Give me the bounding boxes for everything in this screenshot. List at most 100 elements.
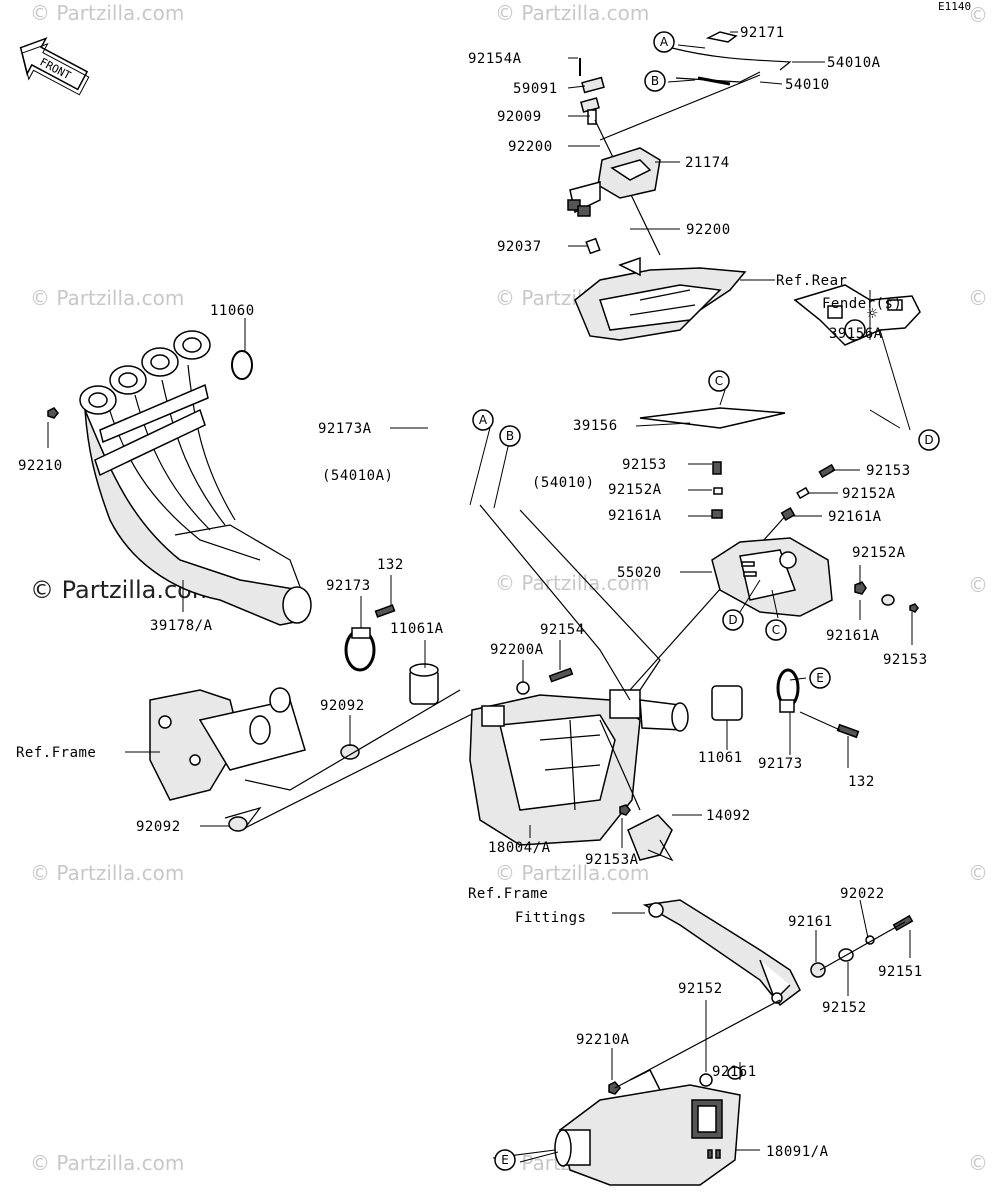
callout-a (472, 409, 494, 431)
part-label: 92151 (878, 964, 923, 980)
leader-lines (47, 31, 913, 1163)
part-label: 92171 (740, 25, 785, 41)
callout-a (653, 31, 675, 53)
part-label: (54010A) (322, 468, 393, 484)
exhaust-header-pipes (47, 330, 312, 626)
part-label: 92161 (788, 914, 833, 930)
part-label: 92092 (320, 698, 365, 714)
svg-text:D: D (924, 433, 933, 447)
part-label: 92153 (866, 463, 911, 479)
reference-label: Ref.Rear (776, 273, 847, 289)
watermark: © Partzilla.com (495, 571, 649, 595)
reference-label: Fender(s) (822, 296, 902, 312)
part-label: 92152A (852, 545, 906, 561)
part-label: 92009 (497, 109, 542, 125)
silencer-mount-assembly (554, 899, 914, 1186)
callout-c (708, 370, 730, 392)
watermark: © (968, 1151, 988, 1175)
svg-text:A: A (660, 35, 669, 49)
watermark: © Partzilla.com (495, 1, 649, 25)
watermark: © Partzilla.com (495, 861, 649, 885)
part-label: 54010 (785, 77, 830, 93)
part-label: 92092 (136, 819, 181, 835)
part-label: 132 (377, 557, 404, 573)
part-label: 92153 (622, 457, 667, 473)
part-label: 92161A (826, 628, 880, 644)
watermark: © (968, 573, 988, 597)
part-label: 92154A (468, 51, 522, 67)
part-label: 132 (848, 774, 875, 790)
svg-text:C: C (772, 623, 780, 637)
callout-d (918, 429, 940, 451)
part-label: 18091/A (766, 1144, 829, 1160)
front-arrow-icon: FRONT (19, 37, 90, 96)
part-label: 92210A (576, 1032, 630, 1048)
watermark-layer: © Partzilla.com © Partzilla.com © © Part… (30, 1, 988, 1175)
part-label: 92200 (508, 139, 553, 155)
part-label: 21174 (685, 155, 730, 171)
part-label: 92173 (326, 578, 371, 594)
part-label: 92161A (608, 508, 662, 524)
part-label: 92152 (822, 1000, 867, 1016)
part-label: 54010A (827, 55, 881, 71)
watermark: © Partzilla.com (30, 1151, 184, 1175)
svg-text:E: E (501, 1153, 509, 1167)
valve-actuator-assembly (567, 31, 792, 341)
watermark: © Partzilla.com (30, 286, 184, 310)
part-label: 92200 (686, 222, 731, 238)
part-label: 39156A (829, 326, 883, 342)
svg-text:E: E (816, 671, 824, 685)
svg-text:B: B (506, 429, 514, 443)
part-labels: 92171 54010A 54010 92154A 59091 92009 92… (16, 25, 928, 1160)
part-label: (54010) (532, 475, 595, 491)
svg-text:C: C (715, 374, 723, 388)
part-label: 92153A (585, 852, 639, 868)
part-label: 11061A (390, 621, 444, 637)
part-label: 92152A (608, 482, 662, 498)
part-label: 39156 (573, 418, 618, 434)
part-label: 55020 (617, 565, 662, 581)
part-label: 14092 (706, 808, 751, 824)
watermark: © Partzilla.com (30, 1, 184, 25)
watermark: © (968, 861, 988, 885)
callout-markers: A B A B C D D C E E (472, 31, 940, 1171)
part-label: 92152 (678, 981, 723, 997)
part-label: 92154 (540, 622, 585, 638)
part-label: 92173 (758, 756, 803, 772)
part-label: 92037 (497, 239, 542, 255)
frame-mount-parts (149, 604, 481, 832)
callout-e (494, 1149, 516, 1171)
reference-label: Ref.Frame (16, 745, 96, 761)
svg-text:B: B (651, 74, 659, 88)
part-label: 92153 (883, 652, 928, 668)
diagram-id: E1140 (938, 0, 971, 13)
part-label: 92022 (840, 886, 885, 902)
muffler-body (469, 504, 789, 862)
part-label: 11060 (210, 303, 255, 319)
callout-e (809, 667, 831, 689)
callout-c (765, 619, 787, 641)
part-label: 92173A (318, 421, 372, 437)
part-label: 92161 (712, 1064, 757, 1080)
part-label: 92161A (828, 509, 882, 525)
part-label: 92210 (18, 458, 63, 474)
watermark: © (968, 286, 988, 310)
heat-shield-assembly: ☼ (639, 284, 921, 739)
watermark: © Partzilla.com (30, 861, 184, 885)
part-label: 39178/A (150, 618, 213, 634)
part-label: 59091 (513, 81, 558, 97)
watermark: © (968, 3, 988, 27)
sun-symbol-icon: ☼ (866, 306, 879, 322)
callout-d (722, 609, 744, 631)
part-label: 11061 (698, 750, 743, 766)
reference-label: Ref.Frame (468, 886, 548, 902)
svg-text:D: D (728, 613, 737, 627)
part-label: 92200A (490, 642, 544, 658)
callout-b (499, 425, 521, 447)
callout-b (644, 70, 666, 92)
reference-label: Fittings (515, 910, 586, 926)
part-label: 18004/A (488, 840, 551, 856)
svg-text:A: A (479, 413, 488, 427)
